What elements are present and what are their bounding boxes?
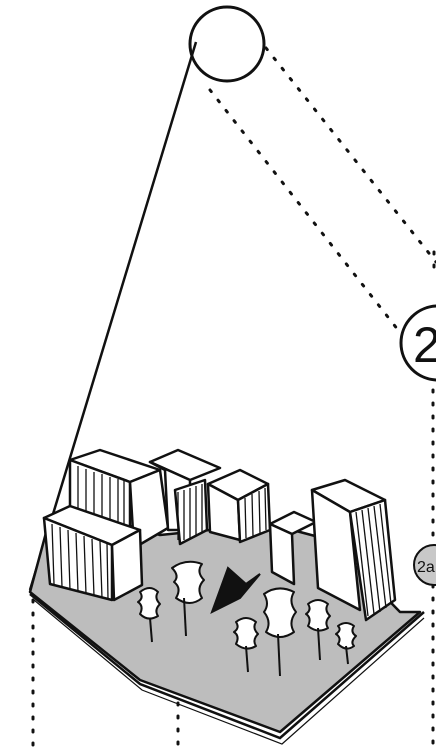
marker-2a-label: 2a [417,559,435,576]
marker-2: 2 [401,306,436,380]
dotted-line-middle [210,90,402,335]
dotted-line-upper [266,48,436,262]
marker-2a: 2a [414,545,436,585]
marker-2-label: 2 [413,317,436,373]
building-center-right [208,470,270,542]
viewpoint-circle [190,7,264,81]
